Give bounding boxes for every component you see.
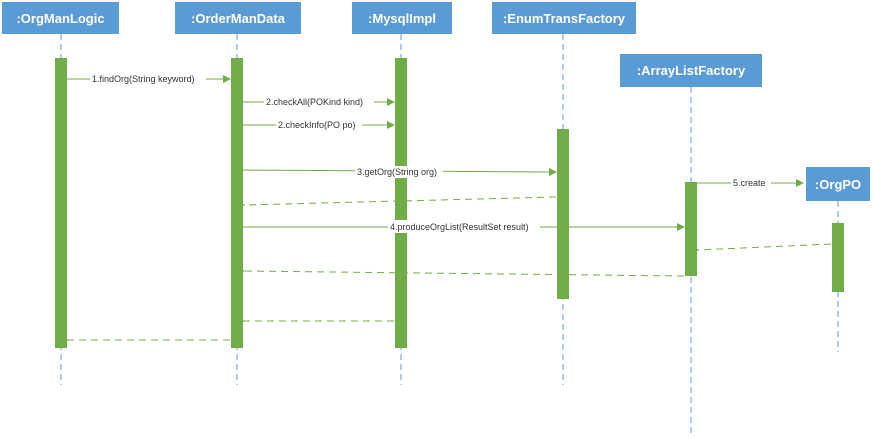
return-arrow-arraylist-to-ordermandata xyxy=(244,271,685,277)
activation-ordermandata xyxy=(231,58,243,348)
message-label-5: 4.produceOrgList(ResultSet result) xyxy=(390,222,529,232)
activation-arraylistfactory xyxy=(685,182,697,276)
message-label-6: 5.create xyxy=(733,178,766,188)
activation-enumtransfactory xyxy=(557,129,569,299)
message-label-2: 2.checkAll(POKind kind) xyxy=(266,97,363,107)
message-label-1: 1.findOrg(String keyword) xyxy=(92,74,195,84)
participant-orgmanlogic: :OrgManLogic xyxy=(2,2,119,34)
participant-enumtransfactory: :EnumTransFactory xyxy=(492,2,636,34)
return-arrow-enum-to-ordermandata xyxy=(244,196,557,205)
participant-mysqlimpl: :MysqlImpl xyxy=(352,2,452,34)
message-label-3: 2.checkInfo(PO po) xyxy=(278,120,356,130)
activation-mysqlimpl-2 xyxy=(395,233,407,348)
activation-orgpo xyxy=(832,223,844,292)
participant-ordermandata: :OrderManData xyxy=(175,2,301,34)
participant-arraylistfactory: :ArrayListFactory xyxy=(620,54,762,87)
return-arrow-orgpo-to-arraylist xyxy=(698,243,832,250)
message-label-4: 3.getOrg(String org) xyxy=(357,167,437,177)
activation-orgmanlogic xyxy=(55,58,67,348)
participant-orgpo: :OrgPO xyxy=(806,167,870,201)
activation-mysqlimpl-1 xyxy=(395,58,407,220)
